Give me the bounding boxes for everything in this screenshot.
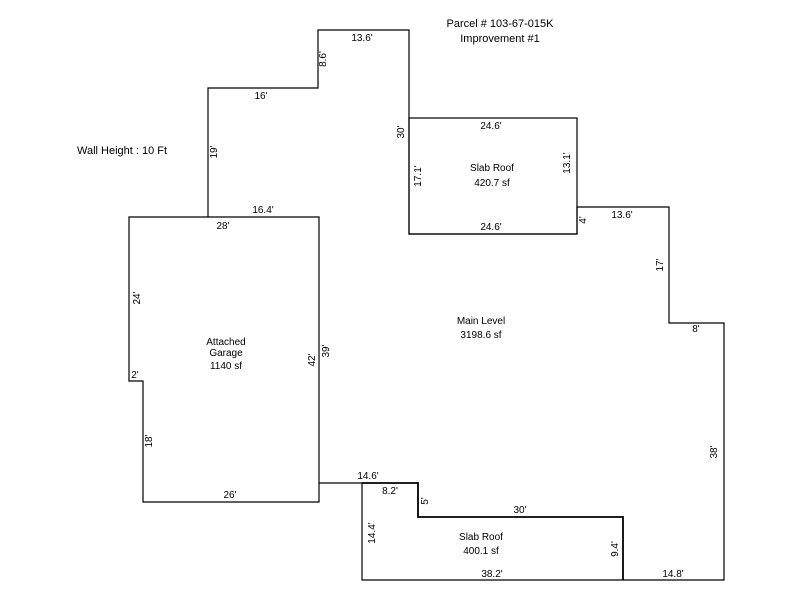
dim-label: 5' <box>420 497 431 505</box>
dim-label: 30' <box>396 125 407 138</box>
dim-label: 17.1' <box>413 165 424 186</box>
dim-label: 38' <box>709 445 720 458</box>
main-level-outline <box>207 29 725 581</box>
slab-top-area: 420.7 sf <box>474 178 510 189</box>
dim-label: 13.1' <box>562 152 573 173</box>
dim-label: 18' <box>144 434 155 447</box>
slab-bottom-name: Slab Roof <box>459 532 503 543</box>
garage-name-2: Garage <box>209 348 243 359</box>
dim-label: 30' <box>513 505 526 516</box>
improvement-label: Improvement #1 <box>460 33 540 45</box>
slab-roof-top-outline <box>408 117 578 235</box>
garage-area: 1140 sf <box>210 361 242 372</box>
dim-label: 26' <box>223 490 236 501</box>
dim-label: 9.4' <box>610 541 621 557</box>
parcel-number: Parcel # 103-67-015K <box>446 18 554 30</box>
dim-label: 39' <box>321 344 332 357</box>
main-level-name: Main Level <box>457 316 505 327</box>
dim-label: 14.4' <box>367 522 378 543</box>
dim-label: 14.8' <box>662 569 683 580</box>
dim-label: 14.6' <box>357 471 378 482</box>
slab-roof-bottom-outline <box>362 482 624 580</box>
dim-label: 4' <box>578 216 589 224</box>
dim-label: 17' <box>655 258 666 271</box>
garage-outline <box>128 216 320 503</box>
dim-label: 19' <box>209 145 220 158</box>
dim-label: 8' <box>692 324 700 335</box>
dim-label: 13.6' <box>611 210 632 221</box>
dim-label: 24.6' <box>480 121 501 132</box>
main-level-area: 3198.6 sf <box>460 330 501 341</box>
dim-label: 16.4' <box>252 205 273 216</box>
dim-label: 24.6' <box>480 222 501 233</box>
slab-bottom-area: 400.1 sf <box>463 546 499 557</box>
garage-name-1: Attached <box>206 337 245 348</box>
dim-label: 38.2' <box>481 569 502 580</box>
wall-height-note: Wall Height : 10 Ft <box>77 145 168 157</box>
dim-label: 28' <box>216 221 229 232</box>
dim-label: 8.6' <box>318 51 329 67</box>
dim-label: 13.6' <box>351 33 372 44</box>
dim-label: 42' <box>307 353 318 366</box>
dim-label: 16' <box>254 91 267 102</box>
dim-label: 2' <box>131 370 139 381</box>
parcel-header: Parcel # 103-67-015K Improvement #1 <box>420 17 580 47</box>
slab-top-name: Slab Roof <box>470 163 514 174</box>
dim-label: 8.2' <box>382 486 398 497</box>
dim-label: 24' <box>132 291 143 304</box>
